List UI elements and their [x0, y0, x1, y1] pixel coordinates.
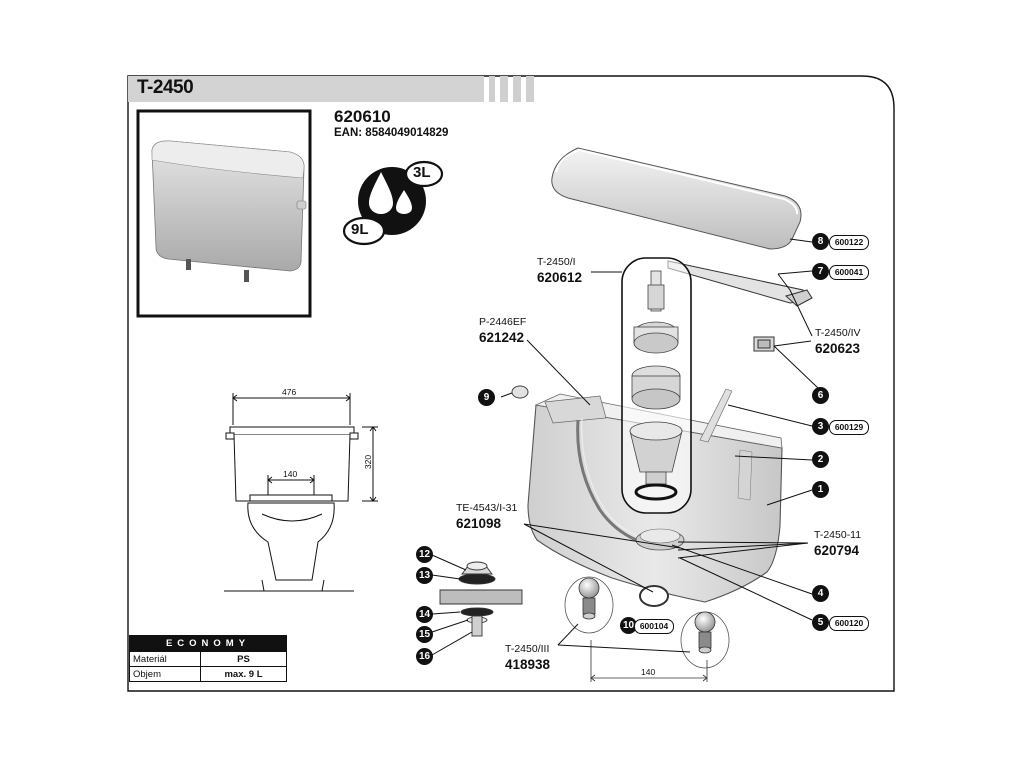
part-label-lever-bracket: T-2450/IV [815, 327, 861, 339]
spec-value: max. 9 L [200, 666, 287, 682]
part-label-seal-set: TE-4543/I-31 [456, 502, 518, 514]
callout-15: 15 [416, 626, 433, 643]
callout-16: 16 [416, 648, 433, 665]
spec-table-title: ECONOMY [129, 635, 287, 652]
callout-3: 3 [812, 418, 829, 435]
flush-valve-parts [629, 270, 683, 501]
water-connectors [564, 576, 730, 682]
spec-value: PS [200, 651, 287, 667]
sheet-frame [127, 75, 895, 692]
part-code-lever-valve: 620612 [537, 270, 583, 285]
washer-part-9 [511, 385, 529, 399]
spec-row: Materiál PS [129, 651, 287, 667]
ean-code: EAN: 8584049014829 [334, 127, 449, 139]
part-code-seal-set: 621098 [456, 516, 502, 531]
header-band [128, 76, 484, 102]
leader-lines [431, 238, 819, 656]
spec-row: Objem max. 9 L [129, 666, 287, 682]
callout-1: 1 [812, 481, 829, 498]
callout-8: 8 [812, 233, 829, 250]
flush-badge [342, 160, 444, 246]
part-code-3: 600129 [829, 420, 869, 435]
part-code-5: 600120 [829, 616, 869, 631]
page-title: T-2450 [137, 77, 194, 98]
toilet-dimension-drawing [224, 393, 378, 592]
callout-2: 2 [812, 451, 829, 468]
tank-lid [551, 147, 802, 250]
flush-small-volume: 3L [413, 164, 431, 181]
callout-14: 14 [416, 606, 433, 623]
part-code-fill-valve: 621242 [479, 330, 525, 345]
dimension-valve-spacing: 140 [641, 667, 656, 677]
dimension-width: 476 [282, 387, 297, 397]
part-code-lever-bracket: 620623 [815, 341, 861, 356]
spec-table: ECONOMY Materiál PS Objem max. 9 L [129, 635, 287, 682]
part-label-connectors: T-2450/III [505, 643, 550, 655]
part-code-7: 600041 [829, 265, 869, 280]
callout-4: 4 [812, 585, 829, 602]
lever-rod [667, 260, 813, 352]
part-code-8: 600122 [829, 235, 869, 250]
product-code: 620610 [334, 107, 391, 126]
callout-13: 13 [416, 567, 433, 584]
part-label-fill-valve: P-2446EF [479, 316, 527, 328]
callout-7: 7 [812, 263, 829, 280]
part-code-10: 600104 [634, 619, 674, 634]
mounting-bolt-assembly [439, 561, 523, 637]
dimension-seat-gap: 140 [283, 469, 298, 479]
part-code-outlet: 620794 [814, 543, 860, 558]
dimension-height: 320 [363, 454, 374, 470]
spec-name: Objem [129, 666, 201, 682]
callout-5: 5 [812, 614, 829, 631]
part-code-connectors: 418938 [505, 657, 551, 672]
part-label-outlet: T-2450-11 [814, 529, 862, 541]
outlet-seals [639, 585, 669, 607]
callout-6: 6 [812, 387, 829, 404]
callout-12: 12 [416, 546, 433, 563]
flush-large-volume: 9L [351, 221, 369, 238]
callout-10: 10 [620, 617, 637, 634]
callout-9: 9 [478, 389, 495, 406]
product-photo [151, 140, 307, 282]
spec-name: Materiál [129, 651, 201, 667]
part-label-lever-valve: T-2450/I [537, 256, 576, 268]
